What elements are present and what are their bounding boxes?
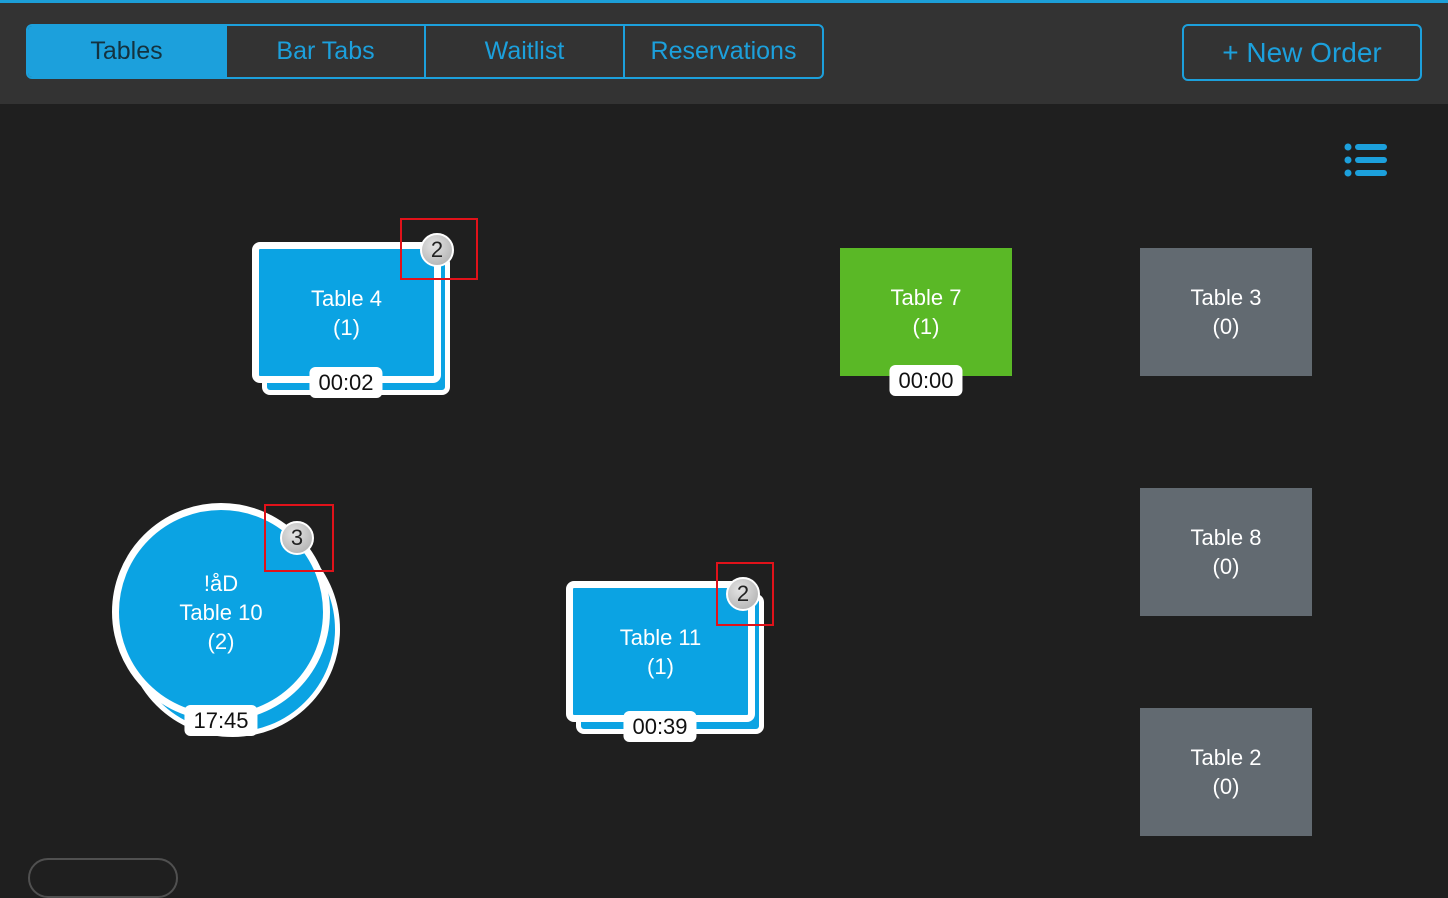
- table-7-name: Table 7: [890, 285, 962, 310]
- table-3-guests: (0): [1212, 314, 1240, 339]
- table-10-name: Table 10: [179, 599, 263, 625]
- view-segmented-control: Tables Bar Tabs Waitlist Reservations: [26, 24, 824, 79]
- highlight-box: [264, 504, 334, 572]
- table-10-note: !åD: [203, 570, 239, 596]
- table-7-timer: 00:00: [889, 365, 963, 396]
- table-3-name: Table 3: [1190, 285, 1262, 310]
- table-4-guests: (1): [333, 314, 360, 340]
- table-7[interactable]: Table 7 (1): [840, 248, 1012, 376]
- table-8[interactable]: Table 8 (0): [1140, 488, 1312, 616]
- table-10-check-count-badge: 3: [280, 521, 314, 555]
- new-order-button[interactable]: + New Order: [1182, 24, 1422, 81]
- table-4-check-count-badge: 2: [420, 233, 454, 267]
- tab-tables[interactable]: Tables: [28, 26, 227, 77]
- list-icon[interactable]: [1344, 142, 1388, 178]
- table-11-name: Table 11: [619, 624, 702, 650]
- bottom-partial-control: [28, 858, 178, 898]
- table-11[interactable]: Table 11 (1): [566, 581, 755, 722]
- table-2-guests: (0): [1212, 774, 1240, 799]
- table-11-check-count-badge: 2: [726, 577, 760, 611]
- header-bar: Tables Bar Tabs Waitlist Reservations + …: [0, 3, 1448, 104]
- table-8-name: Table 8: [1190, 525, 1262, 550]
- table-10-guests: (2): [207, 628, 235, 654]
- table-11-timer: 00:39: [623, 711, 697, 742]
- table-3[interactable]: Table 3 (0): [1140, 248, 1312, 376]
- table-10-timer: 17:45: [184, 705, 258, 736]
- table-2-name: Table 2: [1190, 745, 1262, 770]
- highlight-box: [716, 562, 774, 626]
- tab-reservations[interactable]: Reservations: [650, 37, 797, 65]
- top-accent-line: [0, 0, 1448, 3]
- table-11-guests: (1): [647, 653, 674, 679]
- table-2[interactable]: Table 2 (0): [1140, 708, 1312, 836]
- table-4-timer: 00:02: [309, 367, 383, 398]
- table-8-guests: (0): [1212, 554, 1240, 579]
- table-4-name: Table 4: [311, 285, 382, 311]
- tab-waitlist[interactable]: Waitlist: [426, 26, 625, 77]
- tab-bar-tabs[interactable]: Bar Tabs: [227, 26, 426, 77]
- highlight-box: [400, 218, 478, 280]
- table-7-guests: (1): [912, 314, 940, 339]
